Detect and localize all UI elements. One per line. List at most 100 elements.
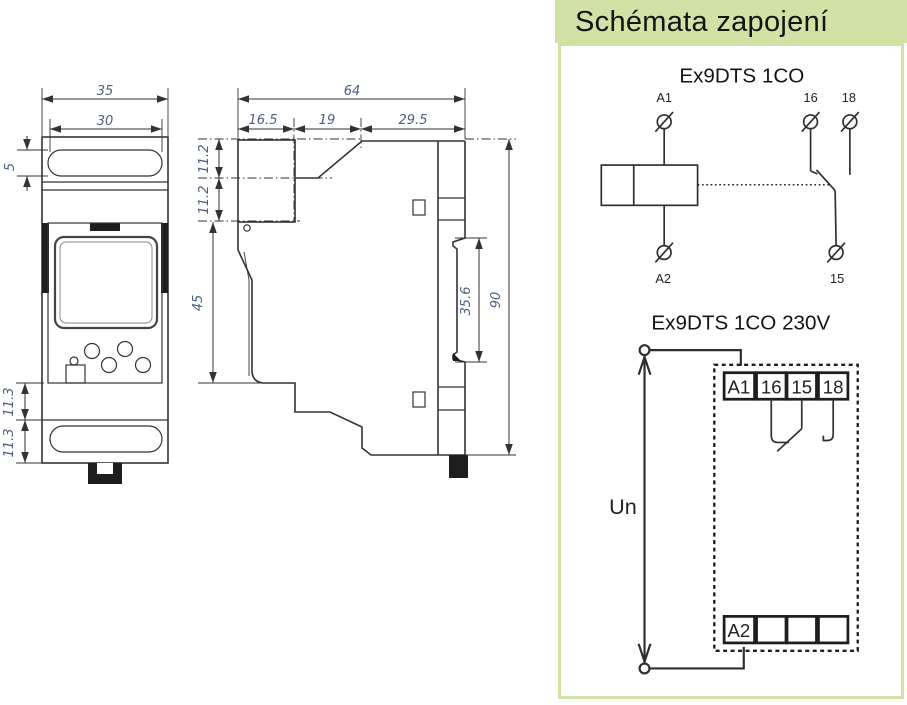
button xyxy=(116,340,134,358)
terminal-symbol-a2 xyxy=(654,242,674,263)
din-clip-side xyxy=(449,455,468,478)
terminal-cell xyxy=(722,371,756,401)
coil-box xyxy=(600,164,699,207)
relay-coil xyxy=(600,164,699,207)
switch-body xyxy=(65,364,86,384)
terminal-slash xyxy=(654,242,674,263)
diagram-ex9dts-1co-230v: Ex9DTS 1CO 230V A1 16 15 18 xyxy=(609,311,859,675)
dimension-label: 90 xyxy=(489,292,504,309)
dim-front-lower-1: 11.3 xyxy=(2,382,44,421)
button xyxy=(83,342,101,360)
dim-height-total: 90 xyxy=(465,139,516,456)
terminal-slash xyxy=(840,111,860,133)
clip-square xyxy=(412,391,426,408)
dimension-label: 11.3 xyxy=(2,429,17,458)
screw-hole xyxy=(243,224,251,232)
dimension-label: 11.2 xyxy=(197,186,212,215)
panel-body: Ex9DTS 1CO A1 A2 16 xyxy=(558,43,904,699)
button xyxy=(134,356,152,374)
diagram-ex9dts-1co: Ex9DTS 1CO A1 A2 16 xyxy=(600,65,860,286)
terminal-cell-label: A2 xyxy=(727,620,750,641)
dim-front-width-total: 35 xyxy=(41,84,169,136)
din-clip-notch xyxy=(97,463,113,474)
dim-side-depth-segments: 16.5 19 29.5 xyxy=(238,113,465,222)
terminal-cell-label: A1 xyxy=(727,376,750,397)
dimension-label: 11.3 xyxy=(2,388,17,417)
front-body-outline xyxy=(41,136,169,464)
front-seal-tab xyxy=(90,223,120,231)
supply-node-top xyxy=(638,343,651,356)
dimension-label: 5 xyxy=(3,163,18,171)
terminal-circle xyxy=(828,244,844,261)
terminal-label-18: 18 xyxy=(842,90,856,105)
panel-header-title: Schémata zapojení xyxy=(555,0,907,43)
dimension-label: 11.2 xyxy=(197,145,212,174)
dim-side-step-1: 11.2 xyxy=(197,139,223,178)
terminal-cell xyxy=(817,614,850,644)
terminal-slash xyxy=(801,111,821,133)
lcd-display-inner xyxy=(59,241,153,324)
changeover-contact-blade xyxy=(776,427,803,452)
front-inner-panel xyxy=(47,222,163,384)
dimension-label: 29.5 xyxy=(399,113,428,128)
diagram-title: Ex9DTS 1CO xyxy=(679,65,804,88)
front-right-flange xyxy=(161,223,168,293)
front-top-slot xyxy=(47,149,163,177)
front-left-flange xyxy=(42,223,49,293)
terminal-slash xyxy=(654,111,674,133)
dim-front-lower-2: 11.3 xyxy=(2,420,44,464)
dim-side-step-2: 11.2 xyxy=(197,178,223,221)
terminal-cell-label: 16 xyxy=(761,376,782,397)
terminal-cell xyxy=(755,614,788,644)
terminal-cell xyxy=(785,371,818,401)
dimension-label: 35 xyxy=(97,84,114,99)
clip-square xyxy=(412,199,426,216)
front-view: 35 30 5 xyxy=(2,84,169,484)
contact-wire-16 xyxy=(770,398,789,443)
dim-side-depth-total: 64 xyxy=(237,84,466,139)
dim-rail-cutout: 35.6 xyxy=(455,237,487,363)
top-terminal-row: A1 16 15 18 xyxy=(722,371,850,401)
rail-hook xyxy=(453,353,461,361)
terminal-cell-label: 18 xyxy=(823,376,844,397)
wiring-panel: Schémata zapojení Ex9DTS 1CO A1 A2 xyxy=(555,0,907,705)
dimension-label: 30 xyxy=(97,114,114,129)
bottom-terminal-row: A2 xyxy=(722,614,850,644)
front-bottom-slot xyxy=(49,425,163,453)
dim-side-front-height: 45 xyxy=(191,222,262,384)
arrow-up xyxy=(637,353,652,375)
contact-wire-18 xyxy=(822,398,835,442)
side-view: 64 16.5 19 29.5 11.2 11.2 xyxy=(191,84,516,478)
terminal-slash xyxy=(826,242,846,263)
terminal-cell xyxy=(785,614,818,644)
dimension-label: 64 xyxy=(344,84,361,99)
terminal-symbol-15 xyxy=(826,242,846,263)
dim-front-slot-height: 5 xyxy=(3,136,48,191)
supply-node-bottom xyxy=(638,662,651,675)
dim-front-window-width: 30 xyxy=(49,114,163,152)
wire xyxy=(649,646,745,670)
side-front-profile xyxy=(237,222,438,456)
side-front-contour xyxy=(243,251,250,376)
switch-knob xyxy=(69,356,79,366)
diagram-title: Ex9DTS 1CO 230V xyxy=(651,311,830,334)
terminal-label-16: 16 xyxy=(803,90,817,105)
wire xyxy=(834,190,837,246)
dimension-label: 35.6 xyxy=(459,287,474,316)
dimension-drawings: 35 30 5 xyxy=(2,84,516,484)
terminal-label-a1: A1 xyxy=(656,90,672,105)
device-outline-dashed xyxy=(713,363,859,652)
side-front-block xyxy=(237,139,296,223)
terminal-label-a2: A2 xyxy=(655,271,671,286)
dimension-label: 45 xyxy=(191,295,206,312)
terminal-circle xyxy=(656,244,672,261)
arrow-down xyxy=(637,643,652,665)
terminal-cell xyxy=(722,614,756,644)
side-top-step xyxy=(295,140,465,179)
dimension-label: 16.5 xyxy=(249,113,278,128)
dimension-label: 19 xyxy=(319,113,336,128)
terminal-cell xyxy=(755,371,788,401)
fixed-contact xyxy=(810,170,818,175)
lcd-display xyxy=(53,235,159,330)
